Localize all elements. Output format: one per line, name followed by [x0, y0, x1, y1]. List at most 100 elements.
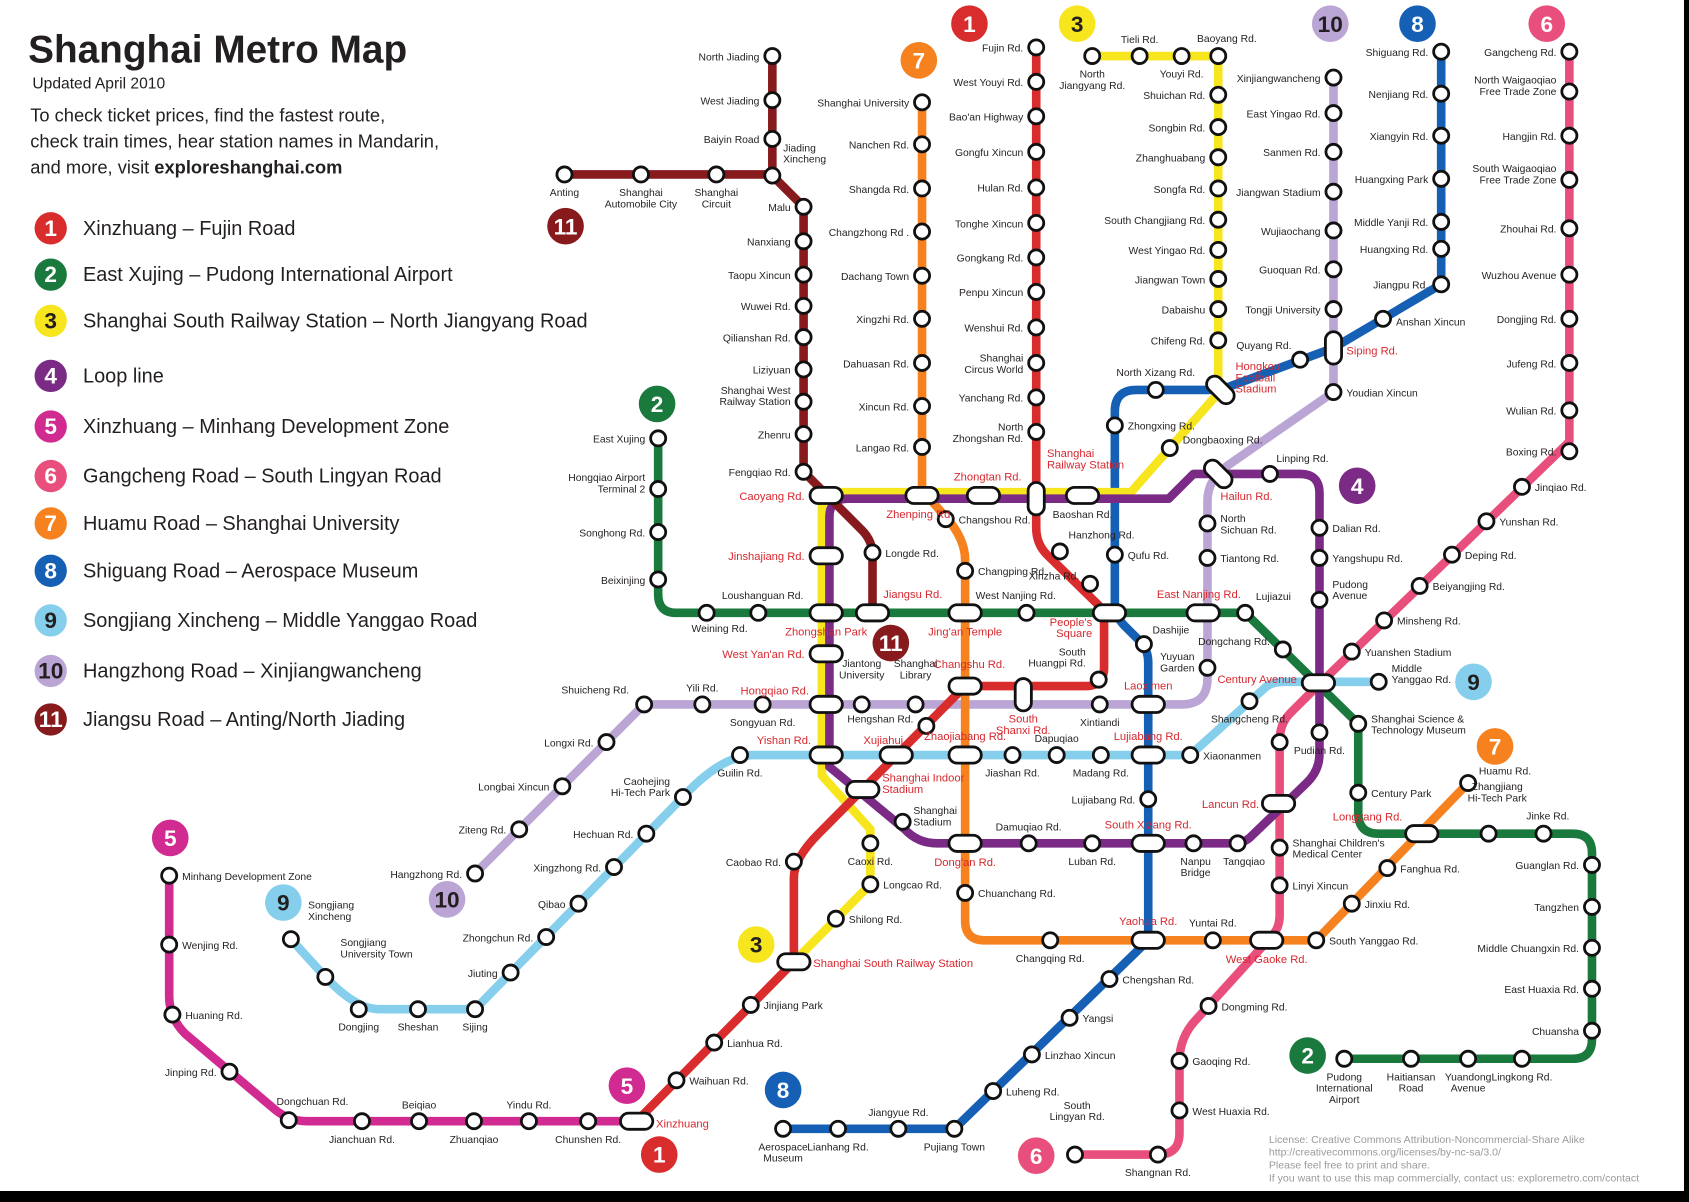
station-marker — [1170, 1101, 1189, 1120]
station-label: Beiqiao — [402, 1100, 437, 1111]
line-badge-icon — [428, 881, 466, 918]
interchange-label: Zhongtan Rd. — [954, 471, 1022, 483]
station-marker — [465, 1112, 483, 1131]
line-badge-number: 1 — [963, 12, 976, 37]
station-marker — [906, 695, 925, 714]
station-marker — [1560, 126, 1579, 145]
station-label: Youdian Xincun — [1346, 388, 1418, 399]
line-badge-icon — [34, 459, 67, 493]
station-marker — [1209, 47, 1228, 65]
interchange-label: Changshu Rd. — [934, 659, 1006, 671]
station-marker — [1410, 576, 1429, 595]
station-marker — [649, 480, 668, 498]
station-marker — [649, 429, 668, 448]
station-marker — [1160, 439, 1179, 457]
station-label: Dalian Rd. — [1332, 524, 1380, 535]
line-badge-icon — [34, 507, 67, 540]
station-marker — [519, 1112, 538, 1131]
license-line-2[interactable]: http://creativecommons.org/licenses/by-n… — [1269, 1147, 1501, 1159]
station-marker — [1134, 635, 1153, 654]
station-marker — [1560, 82, 1579, 101]
interchange-marker — [1185, 603, 1221, 623]
station-marker — [693, 695, 712, 714]
line-number-badge: 3 — [737, 926, 775, 963]
line-badge-icon — [34, 212, 67, 245]
station-label: Xinjiangwancheng — [1237, 74, 1321, 85]
station-marker — [1198, 658, 1217, 677]
station-label: Wuwei Rd. — [741, 302, 791, 313]
station-marker — [1027, 72, 1046, 91]
station-marker — [1130, 47, 1149, 65]
legend-line-label: Loop line — [83, 365, 164, 387]
station-label: Shanghai University — [817, 99, 910, 110]
station-label: Guilin Rd. — [717, 769, 762, 780]
interchange-marker — [947, 603, 983, 623]
station-marker — [1209, 331, 1228, 350]
line-badge-icon — [1399, 5, 1436, 43]
station-label: Jiashan Rd. — [985, 769, 1040, 780]
station-label: Nanchen Rd. — [849, 141, 909, 152]
station-label: Shangnan Rd. — [1125, 1168, 1191, 1179]
station-label: Century Park — [1371, 789, 1432, 800]
legend-line-label: Huamu Road – Shanghai University — [83, 513, 400, 535]
station-label: Zhongchun Rd. — [463, 933, 534, 944]
station-marker — [794, 296, 813, 315]
station-marker — [1324, 383, 1343, 401]
station-marker — [1324, 142, 1343, 161]
station-marker — [1203, 931, 1222, 950]
station-label: Xincun Rd. — [859, 402, 910, 413]
station-marker — [160, 935, 179, 954]
site-link[interactable]: exploreshanghai.com — [154, 156, 342, 177]
legend-line-number: 7 — [44, 511, 57, 536]
station-marker — [1027, 248, 1046, 267]
station-marker — [794, 328, 813, 347]
station-marker — [913, 135, 931, 154]
legend-line-number: 1 — [44, 216, 57, 241]
line-number-badge: 11 — [872, 624, 910, 662]
station-marker — [349, 1000, 368, 1019]
station-marker — [1324, 260, 1343, 279]
interchange-marker — [1203, 458, 1234, 490]
station-marker — [1003, 746, 1022, 764]
station-label: Dongming Rd. — [1221, 1002, 1287, 1013]
station-marker — [163, 1005, 182, 1024]
line-badge-number: 2 — [651, 392, 664, 417]
station-marker — [1310, 590, 1329, 609]
station-label: Dongjing Rd. — [1497, 315, 1557, 326]
station-marker — [1432, 212, 1451, 231]
station-marker — [635, 695, 654, 714]
station-label: Longde Rd. — [885, 549, 938, 560]
station-marker — [281, 930, 300, 949]
station-marker — [1310, 518, 1329, 537]
station-marker — [1534, 824, 1553, 843]
station-marker — [1459, 774, 1478, 792]
line-number-badge: 9 — [1455, 663, 1492, 701]
interchange-label: South Xizang Rd. — [1105, 819, 1192, 831]
station-label: Jiangyue Rd. — [868, 1108, 928, 1119]
station-label: Changshou Rd. — [959, 515, 1031, 526]
station-label: Weining Rd. — [692, 624, 748, 635]
station-label: Jiangwan Town — [1135, 275, 1206, 286]
line-badge-number: 7 — [913, 48, 926, 73]
station-marker — [466, 864, 485, 883]
interchange-marker — [808, 694, 844, 714]
interchange-marker — [808, 745, 844, 765]
legend-line-number: 10 — [38, 659, 63, 684]
station-marker — [1270, 733, 1289, 752]
legend-line-number: 6 — [44, 464, 57, 489]
station-label: Tangzhen — [1534, 903, 1579, 914]
station-label: Jinqiao Rd. — [1535, 483, 1587, 494]
station-label: Damuqiao Rd. — [996, 822, 1062, 833]
station-marker — [409, 1000, 427, 1019]
license-line-1: License: Creative Commons Attribution-No… — [1269, 1134, 1585, 1146]
line-badge-icon — [764, 1071, 802, 1109]
station-marker — [763, 130, 782, 148]
station-marker — [763, 166, 782, 185]
legend-line-label: Shanghai South Railway Station – North J… — [83, 310, 588, 332]
station-marker — [667, 1071, 686, 1090]
